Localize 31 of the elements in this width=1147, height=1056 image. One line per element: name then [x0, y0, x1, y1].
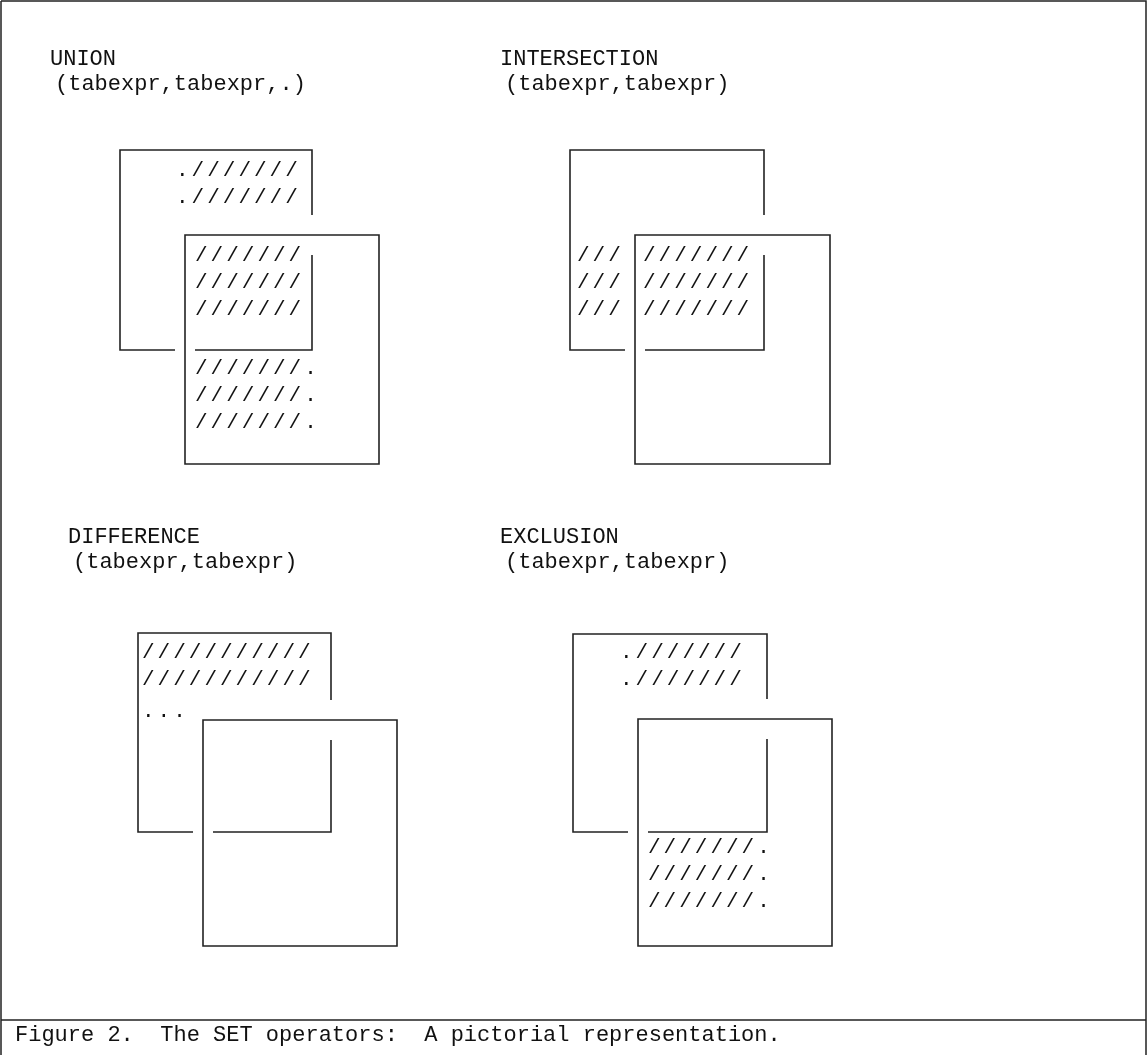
hatch-text: ./////// [620, 668, 745, 692]
figure-caption: Figure 2. The SET operators: A pictorial representation. [15, 1022, 781, 1050]
operator-name: INTERSECTION [500, 48, 659, 72]
hatch-text: /////// [195, 244, 305, 268]
hatch-text: /////////// [142, 641, 314, 665]
hatch-text: /// [577, 298, 624, 322]
hatch-text: /////// [643, 244, 753, 268]
hatch-text: ///////. [648, 890, 773, 914]
operator-name: DIFFERENCE [68, 526, 201, 550]
hatch-text: ///////. [648, 863, 773, 887]
operator-syntax: (tabexpr,tabexpr) [505, 73, 730, 97]
hatch-text: /////// [643, 298, 753, 322]
operator-syntax: (tabexpr,tabexpr) [505, 551, 730, 575]
hatch-text: /// [577, 271, 624, 295]
hatch-text: ... [142, 700, 189, 724]
hatch-text: /////// [195, 298, 305, 322]
hatch-text: ///////. [195, 357, 320, 381]
hatch-text: ./////// [176, 186, 301, 210]
hatch-text: /////// [643, 271, 753, 295]
hatch-text: ./////// [620, 641, 745, 665]
hatch-text: /// [577, 244, 624, 268]
operator-syntax: (tabexpr,tabexpr,.) [55, 73, 306, 97]
hatch-text: ///////. [195, 384, 320, 408]
operator-name: UNION [50, 48, 116, 72]
operator-name: EXCLUSION [500, 526, 619, 550]
hatch-text: ///////. [195, 411, 320, 435]
hatch-text: /////// [195, 271, 305, 295]
operator-syntax: (tabexpr,tabexpr) [73, 551, 298, 575]
hatch-text: /////////// [142, 668, 314, 692]
hatch-text: ///////. [648, 836, 773, 860]
hatch-text: ./////// [176, 159, 301, 183]
